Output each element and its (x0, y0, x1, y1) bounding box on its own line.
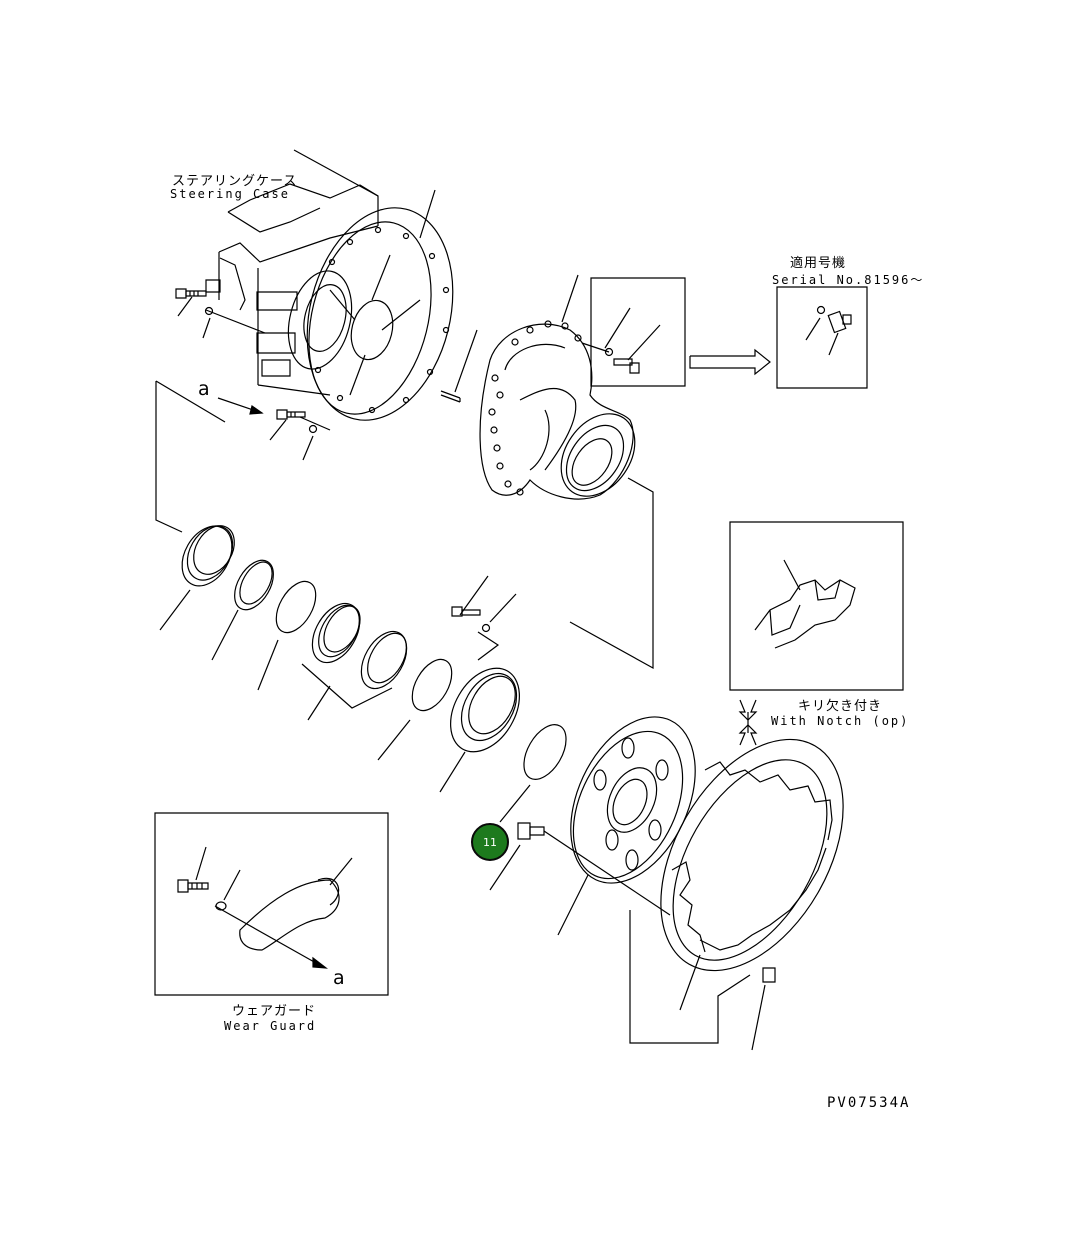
notch-label-jp: キリ欠き付き (798, 699, 883, 714)
serial-label-en: Serial No.81596～ (772, 273, 925, 287)
serial-detail-box (582, 278, 867, 388)
serial-label-jp: 適用号機 (790, 256, 847, 271)
notch-detail-box (730, 522, 903, 745)
reference-letter-a-top: a (198, 378, 210, 400)
reference-letter-a-bottom: a (333, 967, 345, 989)
part-callout-11[interactable]: 11 (471, 823, 509, 861)
case-gasket (279, 190, 474, 436)
seal-ring-row (160, 517, 575, 822)
notch-label-en: With Notch (op) (771, 714, 910, 728)
final-drive-housing (480, 275, 650, 510)
serial-arrow (690, 350, 770, 374)
wear-guard-label-jp: ウェアガード (232, 1004, 317, 1019)
wear-guard-label-en: Wear Guard (224, 1019, 317, 1033)
steering-case (206, 150, 378, 395)
sprocket-segments (623, 708, 881, 1050)
steering-case-label-jp: ステアリングケース (172, 174, 298, 189)
housing-leader (156, 381, 653, 668)
reference-arrow-top (218, 398, 262, 414)
wear-guard-box (155, 813, 388, 995)
steering-case-label-en: Steering Case (170, 187, 290, 201)
case-bolts (176, 289, 477, 460)
drawing-code: PV07534A (827, 1095, 911, 1111)
